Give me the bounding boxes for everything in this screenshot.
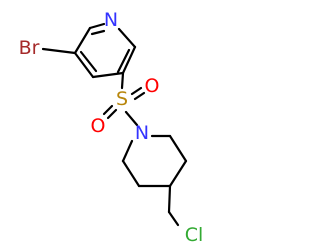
piperidine-ring: [121, 134, 188, 188]
bond-c2-n1-double: [90, 29, 106, 36]
bond-c2-c3: [121, 159, 141, 188]
molecule-diagram: N Br S O O N Cl: [19, 9, 204, 246]
atom-label-o-right: O: [145, 75, 160, 97]
atom-label-cl: Cl: [185, 224, 204, 246]
bond-n1-c6: [117, 27, 137, 49]
bond-c5-s: [120, 71, 125, 90]
atom-label-n-piperidine: N: [135, 122, 149, 144]
bond-c3-c2: [73, 26, 92, 55]
pyridine-ring: [73, 22, 137, 79]
bond-c6-c5-double-a: [121, 45, 137, 75]
atom-label-o-left: O: [91, 115, 106, 137]
bond-c4-c3-double-a: [73, 51, 95, 79]
bond-c4-ch2: [167, 184, 172, 214]
bond-c5-c6: [168, 134, 188, 163]
atom-label-br: Br: [19, 37, 40, 59]
bond-c2-n1: [88, 22, 106, 30]
bond-c5-c4: [91, 71, 125, 79]
atom-label-n-pyridine: N: [104, 9, 118, 31]
bond-n-c2: [121, 139, 134, 163]
bond-c4-c3-double-b: [79, 50, 98, 73]
bond-s-o-left-a: [102, 104, 114, 116]
structure-canvas: N Br S O O N Cl: [18, 9, 204, 246]
atom-label-s: S: [116, 88, 128, 110]
bond-s-o-right-b: [133, 91, 146, 101]
bond-s-o-right-a: [130, 86, 143, 96]
bond-s-n: [124, 110, 139, 127]
bond-c6-c5-double-b: [116, 48, 131, 74]
bond-c4-c5: [168, 159, 188, 188]
bond-s-o-left-b: [106, 108, 118, 120]
bond-c3-br: [41, 47, 77, 55]
bond-ch2-cl: [167, 210, 180, 227]
